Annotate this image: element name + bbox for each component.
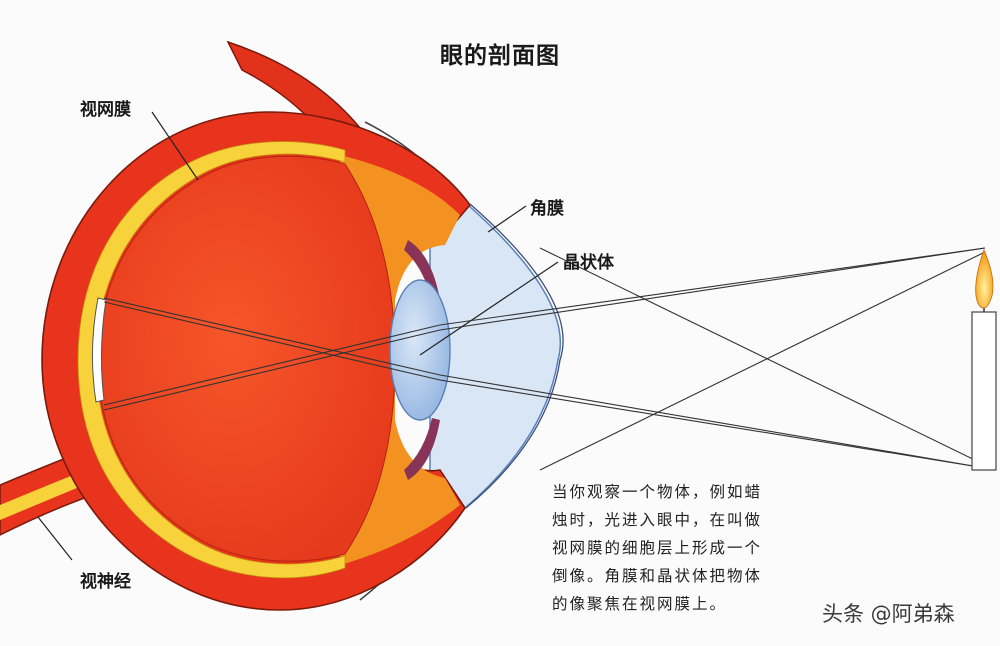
label-cornea: 角膜 (530, 199, 564, 219)
label-retina: 视网膜 (80, 100, 131, 120)
candle-body (971, 311, 997, 471)
label-optic-nerve: 视神经 (80, 572, 131, 592)
label-leaders (37, 111, 559, 561)
caption-line: 视网膜的细胞层上形成一个 (552, 539, 763, 557)
cornea-front-line (465, 203, 564, 509)
iris-lower (404, 418, 440, 480)
caption-line: 当你观察一个物体，例如蜡 (552, 483, 763, 501)
label-lens: 晶状体 (563, 253, 614, 273)
caption-line: 倒像。角膜和晶状体把物体 (552, 567, 763, 585)
optic-disc (91, 297, 107, 403)
candle (971, 248, 997, 471)
caption-line: 的像聚焦在视网膜上。 (552, 595, 728, 613)
candle-flame (975, 248, 994, 309)
diagram-title: 眼的剖面图 (440, 43, 560, 69)
caption-line: 烛时，光进入眼中，在叫做 (552, 511, 763, 529)
retina-band (77, 141, 346, 579)
explanation-text: 当你观察一个物体，例如蜡 烛时，光进入眼中，在叫做 视网膜的细胞层上形成一个 倒… (552, 478, 852, 618)
cornea-shape (429, 203, 562, 510)
watermark-text: 头条 @阿弟森 (822, 602, 955, 626)
lens-shape (389, 279, 451, 421)
light-rays (103, 247, 986, 471)
